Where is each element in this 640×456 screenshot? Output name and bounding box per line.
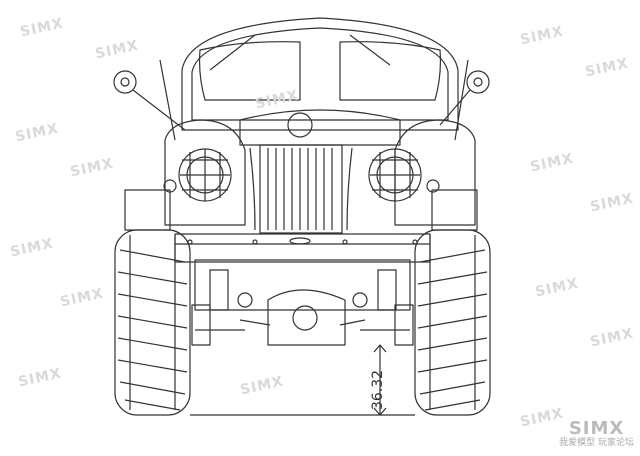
axle-housing <box>194 259 411 311</box>
fender-left <box>164 119 246 226</box>
cab-inner <box>191 27 449 121</box>
logo-text: SIMX <box>568 418 625 439</box>
windshield-right <box>339 41 442 101</box>
wiper-right <box>349 34 391 66</box>
cab-roof <box>181 17 459 131</box>
hood-ornament <box>287 112 313 138</box>
dimension-line <box>190 344 415 416</box>
tire-right <box>414 229 491 416</box>
mirror-right <box>466 70 490 94</box>
fender-right <box>394 119 476 226</box>
dimension-label: 36.32 <box>370 369 386 410</box>
grille <box>259 144 343 234</box>
grille-bars <box>267 148 333 230</box>
wiper-left <box>209 34 256 71</box>
differential <box>267 289 346 346</box>
tire-left <box>114 229 191 416</box>
logo-subtitle: 我爱模型 玩家论坛 <box>559 438 634 448</box>
hood <box>239 109 401 146</box>
windshield-left <box>198 41 301 101</box>
brand-logo: SIMX 我爱模型 玩家论坛 <box>559 418 634 449</box>
mirror-left <box>113 70 137 94</box>
